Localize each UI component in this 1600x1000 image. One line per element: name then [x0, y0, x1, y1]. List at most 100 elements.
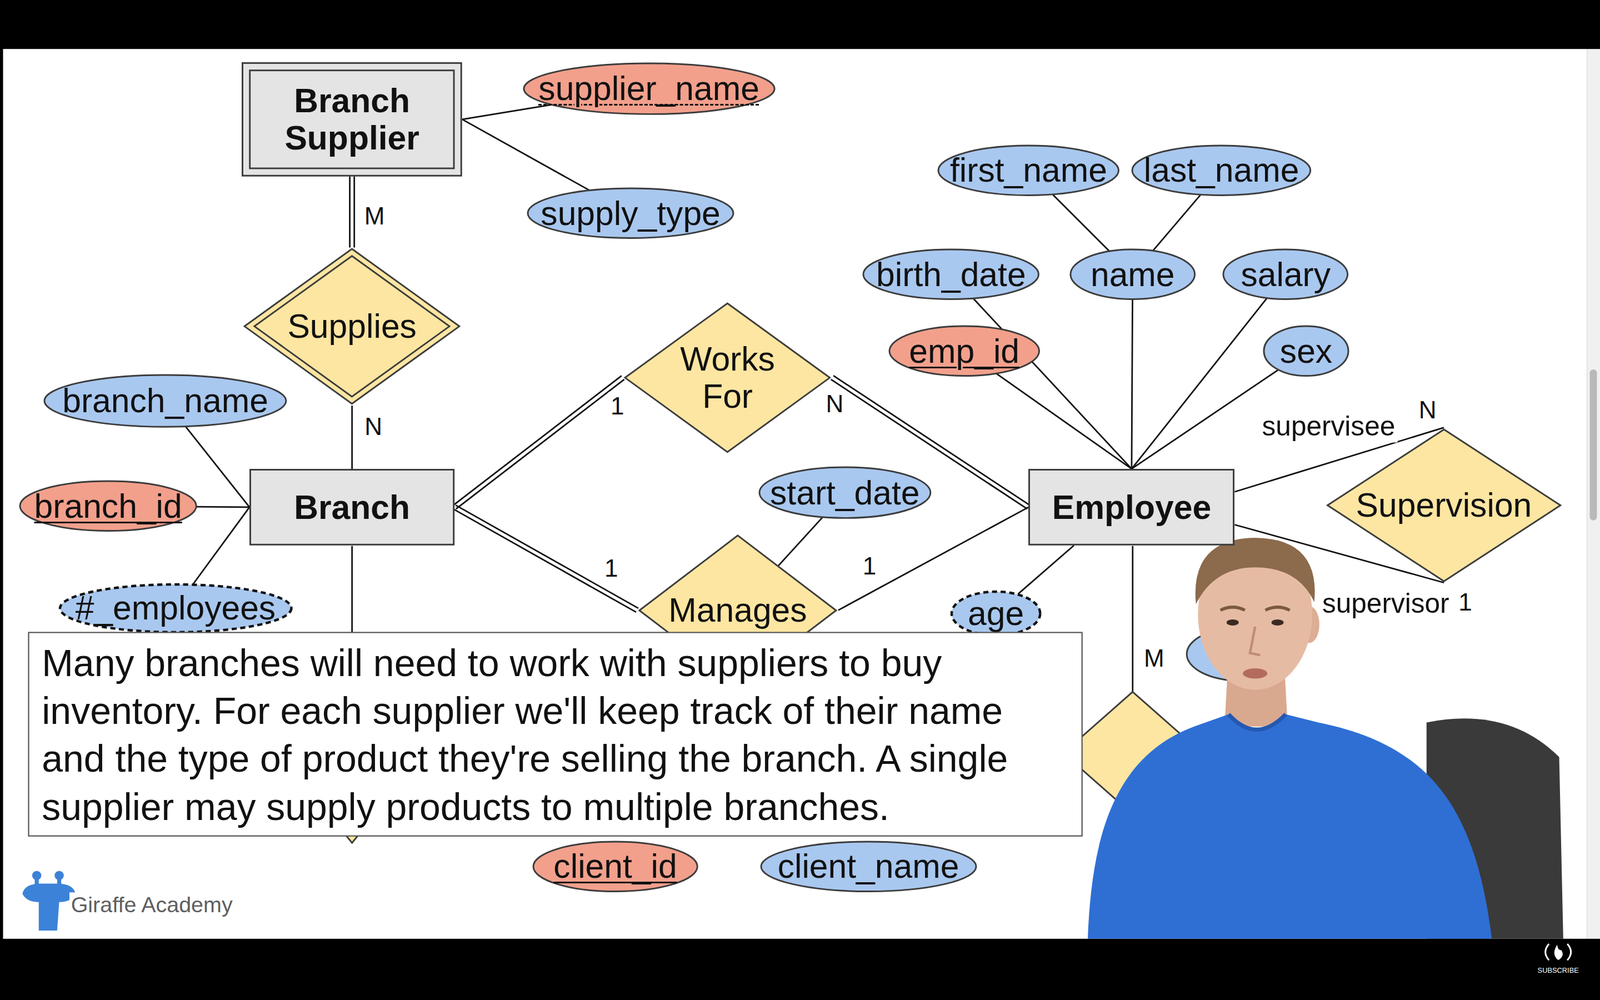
key-attribute: client_id	[531, 840, 699, 894]
presenter-hair	[1195, 537, 1315, 604]
cardinality-label: 1	[860, 552, 879, 581]
key-attribute: branch_id	[18, 479, 198, 533]
cardinality-label: N	[1417, 396, 1438, 425]
dashed-ellipse-outline	[951, 591, 1040, 636]
node-label: client_name	[777, 847, 960, 885]
node-label: Branch Supplier	[280, 82, 424, 157]
presenter-brow	[1220, 607, 1245, 611]
subscribe-text: SUBSCRIBE	[1536, 966, 1581, 975]
ellipse-outline	[889, 326, 1040, 377]
node-label: Employee	[1052, 488, 1212, 527]
logo-bracket	[1545, 943, 1549, 960]
cardinality-label: M	[1142, 643, 1166, 673]
ellipse-outline	[938, 145, 1119, 196]
attribute-ellipse: birth_date	[861, 247, 1040, 302]
diamond-outline	[1327, 429, 1560, 582]
channel-logo	[1545, 943, 1572, 960]
relationship-diamond: Supervision	[1325, 427, 1563, 583]
relationship-line	[996, 373, 1132, 469]
ellipse-outline	[533, 841, 698, 892]
scrollbar-track	[1586, 48, 1600, 939]
presenter-nose	[1250, 626, 1260, 655]
node-label: last_name	[1143, 151, 1300, 189]
entity-box: Employee	[1028, 468, 1235, 546]
node-label: Supplies	[287, 307, 417, 345]
ellipse-outline	[863, 249, 1039, 300]
relationship-line	[973, 298, 1132, 469]
attribute-ellipse: salary	[1221, 247, 1350, 302]
cardinality-label: N	[823, 390, 846, 419]
presenter-brow	[1265, 607, 1290, 611]
relationship-line	[1152, 195, 1201, 252]
logo-head	[22, 883, 76, 931]
shirt-collar	[1228, 714, 1286, 730]
ellipse-outline	[527, 188, 734, 239]
relationship-line	[192, 507, 250, 585]
role-label: supervisee	[1260, 410, 1398, 443]
ellipse-outline	[1263, 326, 1349, 377]
diamond-outline	[625, 303, 830, 453]
node-label: name	[1090, 256, 1175, 294]
relationship-line	[1017, 545, 1074, 595]
presenter-eye	[1226, 619, 1239, 626]
node-label: Supervision	[1356, 486, 1533, 524]
relationship-line	[462, 105, 552, 120]
entity-outline	[250, 469, 454, 545]
node-label: client_id	[553, 847, 677, 885]
total-participation-line	[350, 176, 355, 248]
cardinality-label: N	[362, 412, 385, 441]
attribute-ellipse: last_name	[1130, 143, 1313, 198]
entity-outline	[1029, 469, 1234, 545]
attribute-ellipse: first_name	[936, 143, 1120, 198]
watermark-text: Giraffe Academy	[69, 892, 235, 918]
logo-flame	[1554, 945, 1563, 961]
node-label: #_employees	[75, 589, 277, 627]
logo-bracket	[1567, 943, 1571, 960]
relationship-line	[778, 517, 823, 567]
node-label: sex	[1280, 332, 1333, 370]
node-label: birth_date	[876, 256, 1027, 294]
node-label: first_name	[950, 151, 1108, 189]
giraffe-logo	[22, 871, 76, 931]
relationship-line	[351, 405, 353, 469]
caption-box: Many branches will need to work with sup…	[27, 631, 1083, 837]
weak-entity-box: Branch Supplier	[241, 62, 463, 177]
dashed-ellipse-outline	[60, 584, 292, 633]
node-label: Branch	[293, 488, 410, 527]
presenter-shirt	[1087, 714, 1492, 939]
node-label: branch_name	[62, 382, 269, 420]
node-label: start_date	[770, 474, 920, 512]
node-label: supply_type	[540, 195, 720, 233]
relationship-line	[462, 119, 590, 191]
relationship-line	[185, 426, 250, 508]
ellipse-outline	[523, 63, 775, 114]
caption-outline	[28, 632, 1082, 836]
partial-key-attribute: supplier_name	[522, 61, 777, 116]
presenter-eye	[1271, 619, 1284, 626]
entity-box: Branch	[249, 468, 455, 546]
presenter-mouth	[1242, 668, 1268, 679]
relationship-line	[1131, 546, 1134, 694]
total-participation-line	[453, 505, 639, 613]
node-label: supplier_name	[538, 70, 760, 108]
ellipse-outline	[1070, 249, 1195, 300]
node-label: salary	[1240, 256, 1331, 294]
entity-outline	[242, 63, 462, 177]
attribute-ellipse: supply_type	[526, 186, 735, 240]
ellipse-outline	[760, 841, 976, 892]
slide-ground	[3, 48, 1588, 939]
ellipse-outline	[759, 467, 931, 518]
attribute-ellipse: branch_name	[42, 373, 288, 429]
derived-attribute: age	[950, 590, 1042, 637]
relationship-line	[1131, 370, 1279, 469]
ellipse-outline	[1132, 145, 1311, 196]
relationship-diamond: Works For	[622, 301, 833, 454]
attribute-ellipse: client_name	[759, 840, 978, 894]
entity-inner-outline	[250, 70, 454, 169]
cardinality-label: 1	[1457, 587, 1474, 617]
node-label: Works For	[676, 340, 779, 415]
relationship-line	[1131, 299, 1133, 469]
